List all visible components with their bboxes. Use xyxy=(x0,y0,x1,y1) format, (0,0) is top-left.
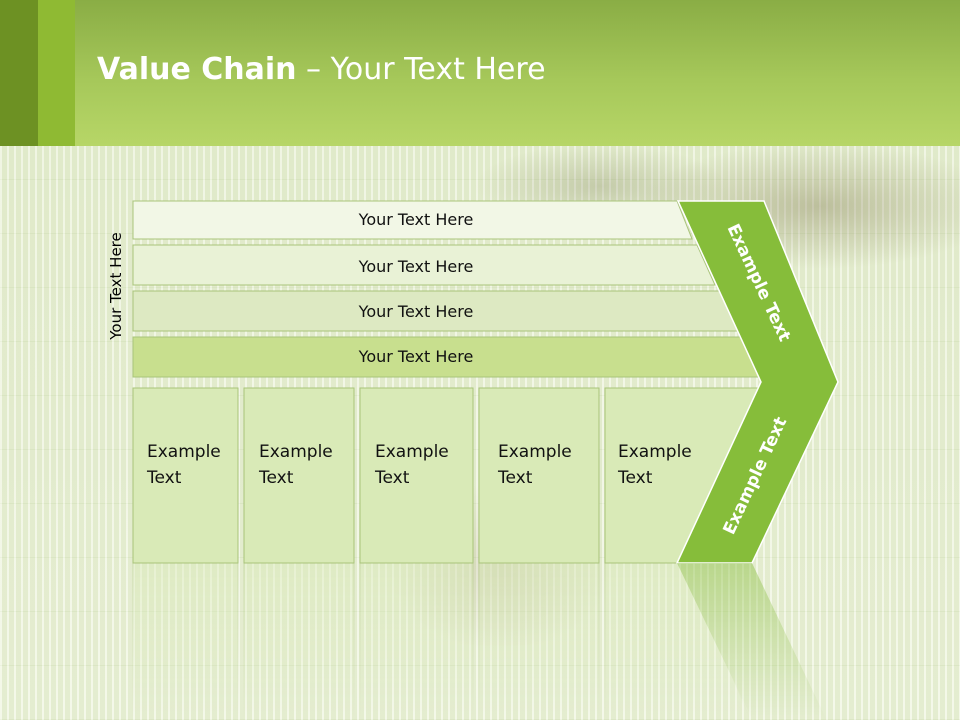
title-bold: Value Chain xyxy=(97,52,297,87)
header-accent-dark xyxy=(0,0,38,146)
title-rest: – Your Text Here xyxy=(296,52,546,87)
band-2 xyxy=(132,244,716,286)
band-3-label: Your Text Here xyxy=(358,302,474,321)
band-4-label: Your Text Here xyxy=(358,347,474,366)
activity-box-2 xyxy=(243,387,355,564)
activity-box-1 xyxy=(132,387,239,564)
band-1-label: Your Text Here xyxy=(358,210,474,229)
activity-box-4 xyxy=(478,387,600,564)
reflection xyxy=(132,562,827,720)
header-accent-light xyxy=(38,0,75,146)
activity-box-3 xyxy=(359,387,474,564)
band-1 xyxy=(132,200,693,240)
band-2-label: Your Text Here xyxy=(358,257,474,276)
header-banner: Value Chain – Your Text Here xyxy=(0,0,960,146)
page-title: Value Chain – Your Text Here xyxy=(97,52,546,87)
